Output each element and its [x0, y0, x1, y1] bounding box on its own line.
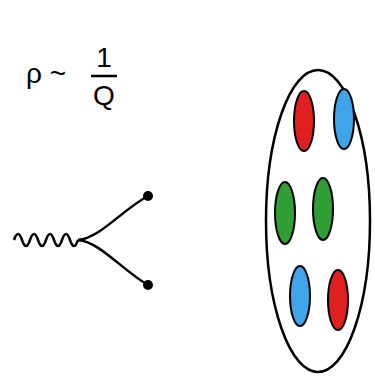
green-parton [313, 178, 333, 240]
antiquark-line [78, 240, 148, 285]
fraction-bar [91, 75, 117, 78]
quark-line [78, 196, 148, 240]
antiquark-dot [143, 280, 153, 290]
blue-parton [334, 89, 354, 149]
target-outline [266, 70, 370, 372]
dipole-size: ρ ~ [26, 60, 66, 88]
quark-dot [143, 191, 153, 201]
fraction-numerator: 1 [96, 44, 112, 72]
blue-parton [290, 266, 310, 326]
red-parton [294, 91, 314, 151]
photon-line [14, 234, 78, 246]
fraction-denominator: Q [93, 82, 115, 110]
green-parton [275, 182, 295, 244]
red-parton [328, 270, 348, 330]
